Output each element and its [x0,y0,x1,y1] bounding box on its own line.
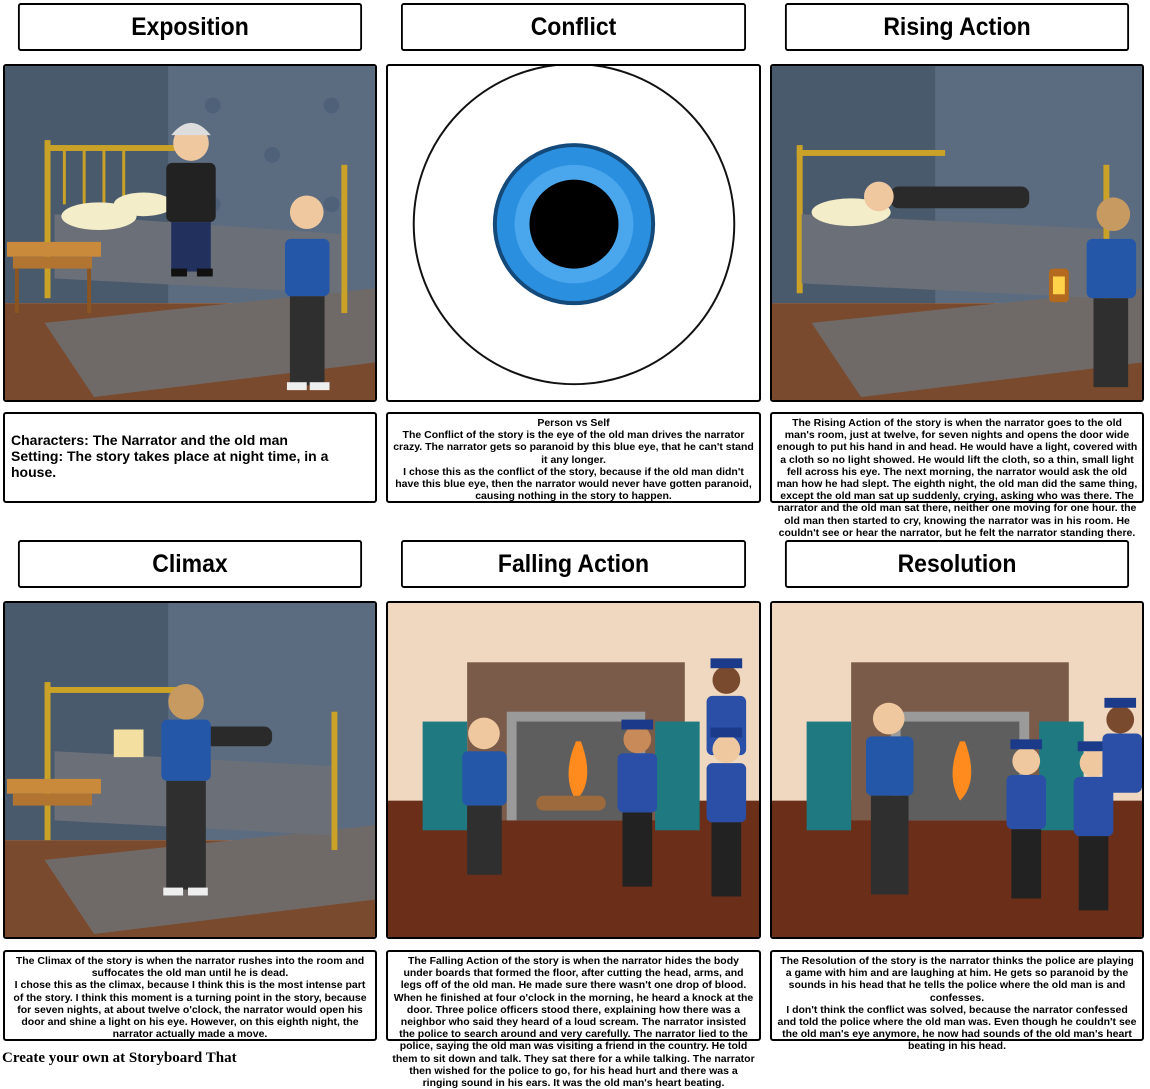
caption-conflict: Person vs Self The Conflict of the story… [386,412,761,503]
panel-conflict-eye [386,64,761,402]
caption-exposition: Characters: The Narrator and the old man… [3,412,377,503]
panel-falling-action-living-room [386,601,761,939]
panel-rising-action-bedroom [770,64,1144,402]
footer-storyboard-that[interactable]: Create your own at Storyboard That [2,1050,237,1066]
caption-climax: The Climax of the story is when the narr… [3,950,377,1041]
caption-falling-action: The Falling Action of the story is when … [386,950,761,1089]
caption-resolution: The Resolution of the story is the narra… [770,950,1144,1052]
title-rising-action: Rising Action [784,3,1130,51]
title-climax: Climax [17,540,363,588]
caption-rising-action: The Rising Action of the story is when t… [770,412,1144,563]
panel-exposition-bedroom [3,64,377,402]
title-resolution: Resolution [784,540,1130,588]
panel-climax-bedroom [3,601,377,939]
title-conflict: Conflict [401,3,746,51]
panel-resolution-living-room [770,601,1144,939]
title-falling-action: Falling Action [401,540,746,588]
title-exposition: Exposition [17,3,363,51]
